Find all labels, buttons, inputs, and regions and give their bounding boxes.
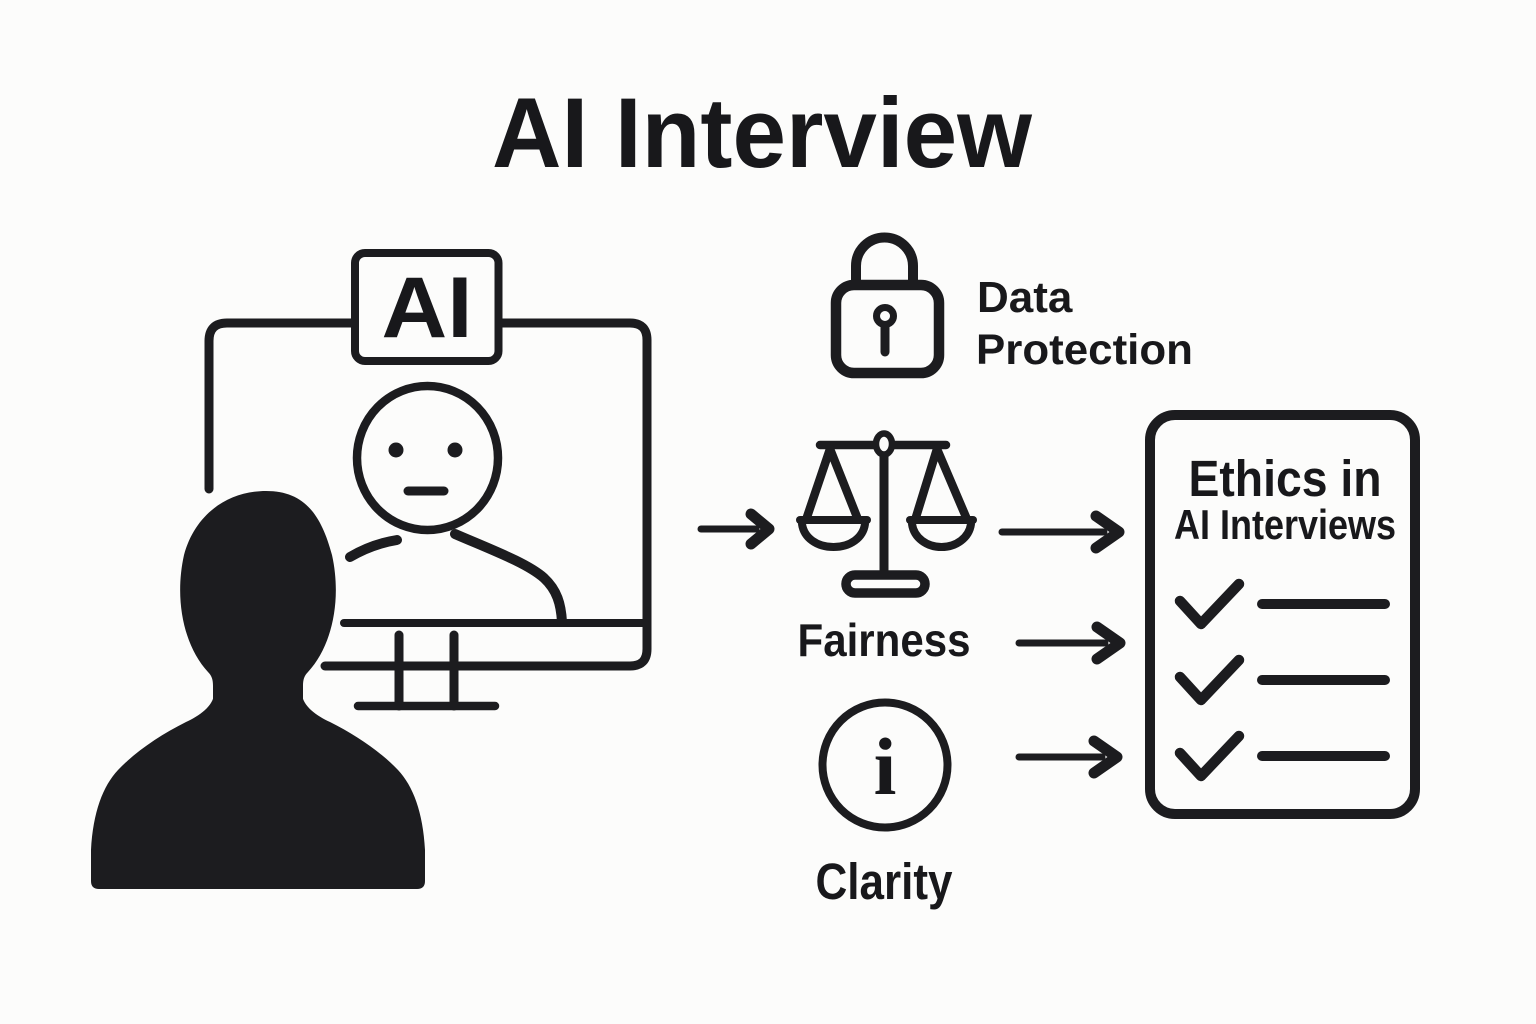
svg-text:AI Interview: AI Interview bbox=[492, 78, 1033, 189]
svg-text:Fairness: Fairness bbox=[798, 614, 971, 666]
svg-text:Data: Data bbox=[977, 273, 1073, 322]
svg-text:AI Interviews: AI Interviews bbox=[1174, 501, 1396, 548]
svg-text:i: i bbox=[874, 721, 897, 812]
svg-text:AI: AI bbox=[382, 260, 473, 356]
svg-text:Clarity: Clarity bbox=[816, 853, 954, 910]
svg-text:Ethics in: Ethics in bbox=[1189, 450, 1382, 507]
svg-text:Protection: Protection bbox=[976, 326, 1193, 374]
